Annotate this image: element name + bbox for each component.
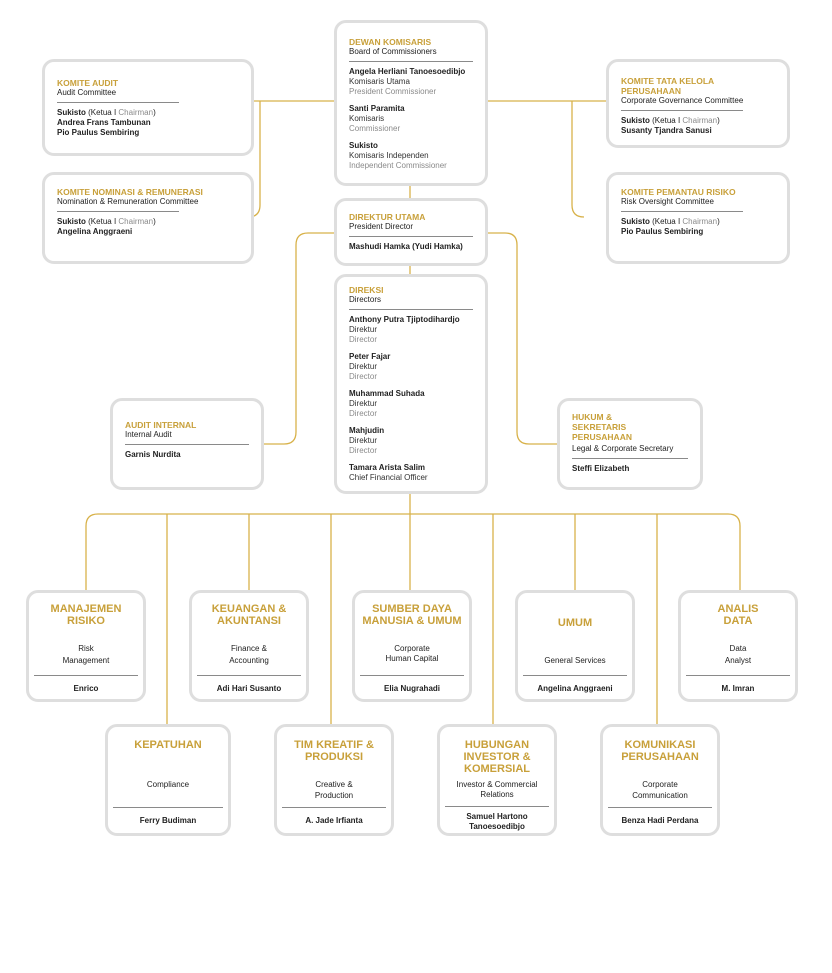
- directors-subtitle: Directors: [349, 295, 382, 304]
- dept-creative-production: TIM KREATIF & PRODUKSI Creative & Produc…: [274, 724, 394, 836]
- connector-internal-audit: [262, 232, 336, 445]
- audit-committee-member: Andrea Frans Tambunan: [57, 118, 151, 127]
- divider: [572, 458, 688, 459]
- audit-committee-title: KOMITE AUDIT: [57, 78, 119, 88]
- director-member: Peter Fajar Direktur Director: [349, 352, 391, 381]
- internal-audit-subtitle: Internal Audit: [125, 430, 172, 439]
- legal-secretary-box: HUKUM & SEKRETARIS PERUSAHAAN Legal & Co…: [557, 398, 703, 490]
- dept-data-analyst: ANALIS DATA Data Analyst M. Imran: [678, 590, 798, 702]
- board-member: Santi Paramita Komisaris Commissioner: [349, 104, 405, 133]
- divider: [57, 211, 179, 212]
- dept-general-services: UMUM General Services Angelina Anggraeni: [515, 590, 635, 702]
- risk-committee-title: KOMITE PEMANTAU RISIKO: [621, 187, 736, 197]
- director-member: Anthony Putra Tjiptodihardjo Direktur Di…: [349, 315, 460, 344]
- internal-audit-box: AUDIT INTERNAL Internal Audit Garnis Nur…: [110, 398, 264, 490]
- board-of-commissioners-box: DEWAN KOMISARIS Board of Commissioners A…: [334, 20, 488, 186]
- risk-committee-chair: Sukisto (Ketua I Chairman): [621, 217, 720, 226]
- legal-subtitle: Legal & Corporate Secretary: [572, 444, 674, 453]
- divider: [125, 444, 249, 445]
- risk-committee-box: KOMITE PEMANTAU RISIKO Risk Oversight Co…: [606, 172, 790, 264]
- audit-committee-subtitle: Audit Committee: [57, 88, 117, 97]
- dept-compliance: KEPATUHAN Compliance Ferry Budiman: [105, 724, 231, 836]
- internal-audit-name: Garnis Nurdita: [125, 450, 181, 459]
- divider: [57, 102, 179, 103]
- governance-committee-title: KOMITE TATA KELOLA PERUSAHAAN: [621, 76, 714, 96]
- board-title: DEWAN KOMISARIS: [349, 37, 432, 47]
- legal-title: SEKRETARIS PERUSAHAAN: [572, 422, 632, 442]
- legal-name: Steffi Elizabeth: [572, 464, 630, 473]
- president-director-name: Mashudi Hamka (Yudi Hamka): [349, 242, 463, 251]
- governance-committee-box: KOMITE TATA KELOLA PERUSAHAAN Corporate …: [606, 59, 790, 148]
- dept-corporate-communication: KOMUNIKASI PERUSAHAAN Corporate Communic…: [600, 724, 720, 836]
- governance-committee-subtitle: Corporate Governance Committee: [621, 96, 744, 105]
- board-member: Sukisto Komisaris Independen Independent…: [349, 141, 447, 170]
- divider: [621, 211, 743, 212]
- governance-committee-member: Susanty Tjandra Sanusi: [621, 126, 712, 135]
- connector-risk: [571, 101, 585, 218]
- audit-committee-member: Pio Paulus Sembiring: [57, 128, 140, 137]
- internal-audit-title: AUDIT INTERNAL: [125, 420, 197, 430]
- connector-legal: [486, 232, 559, 445]
- audit-committee-chair: Sukisto (Ketua I Chairman): [57, 108, 156, 117]
- president-director-box: DIREKTUR UTAMA President Director Mashud…: [334, 198, 488, 266]
- nomination-committee-title: KOMITE NOMINASI & REMUNERASI: [57, 187, 203, 197]
- board-subtitle: Board of Commissioners: [349, 47, 437, 56]
- director-member: Mahjudin Direktur Director: [349, 426, 385, 455]
- nomination-committee-member: Angelina Anggraeni: [57, 227, 133, 236]
- divider: [349, 236, 473, 237]
- nomination-committee-subtitle: Nomination & Remuneration Committee: [57, 197, 199, 206]
- risk-committee-member: Pio Paulus Sembiring: [621, 227, 704, 236]
- risk-committee-subtitle: Risk Oversight Committee: [621, 197, 714, 206]
- director-member: Muhammad Suhada Direktur Director: [349, 389, 425, 418]
- board-member: Angela Herliani Tanoesoedibjo Komisaris …: [349, 67, 466, 96]
- dept-finance-accounting: KEUANGAN & AKUNTANSI Finance & Accountin…: [189, 590, 309, 702]
- dept-investor-relations: HUBUNGAN INVESTOR & KOMERSIAL Investor &…: [437, 724, 557, 836]
- president-director-title: DIREKTUR UTAMA: [349, 212, 426, 222]
- divider: [621, 110, 743, 111]
- divider: [349, 61, 473, 62]
- audit-committee-box: KOMITE AUDIT Audit Committee Sukisto (Ke…: [42, 59, 254, 156]
- governance-committee-chair: Sukisto (Ketua I Chairman): [621, 116, 720, 125]
- directors-box: DIREKSI Directors Anthony Putra Tjiptodi…: [334, 274, 488, 494]
- legal-title: HUKUM &: [572, 412, 613, 422]
- nomination-committee-chair: Sukisto (Ketua I Chairman): [57, 217, 156, 226]
- directors-title: DIREKSI: [349, 285, 384, 295]
- dept-risk-management: MANAJEMEN RISIKO Risk Management Enrico: [26, 590, 146, 702]
- president-director-subtitle: President Director: [349, 222, 414, 231]
- director-member: Tamara Arista Salim Chief Financial Offi…: [349, 463, 428, 482]
- dept-human-capital: SUMBER DAYA MANUSIA & UMUM Corporate Hum…: [352, 590, 472, 702]
- nomination-committee-box: KOMITE NOMINASI & REMUNERASI Nomination …: [42, 172, 254, 264]
- divider: [349, 309, 473, 310]
